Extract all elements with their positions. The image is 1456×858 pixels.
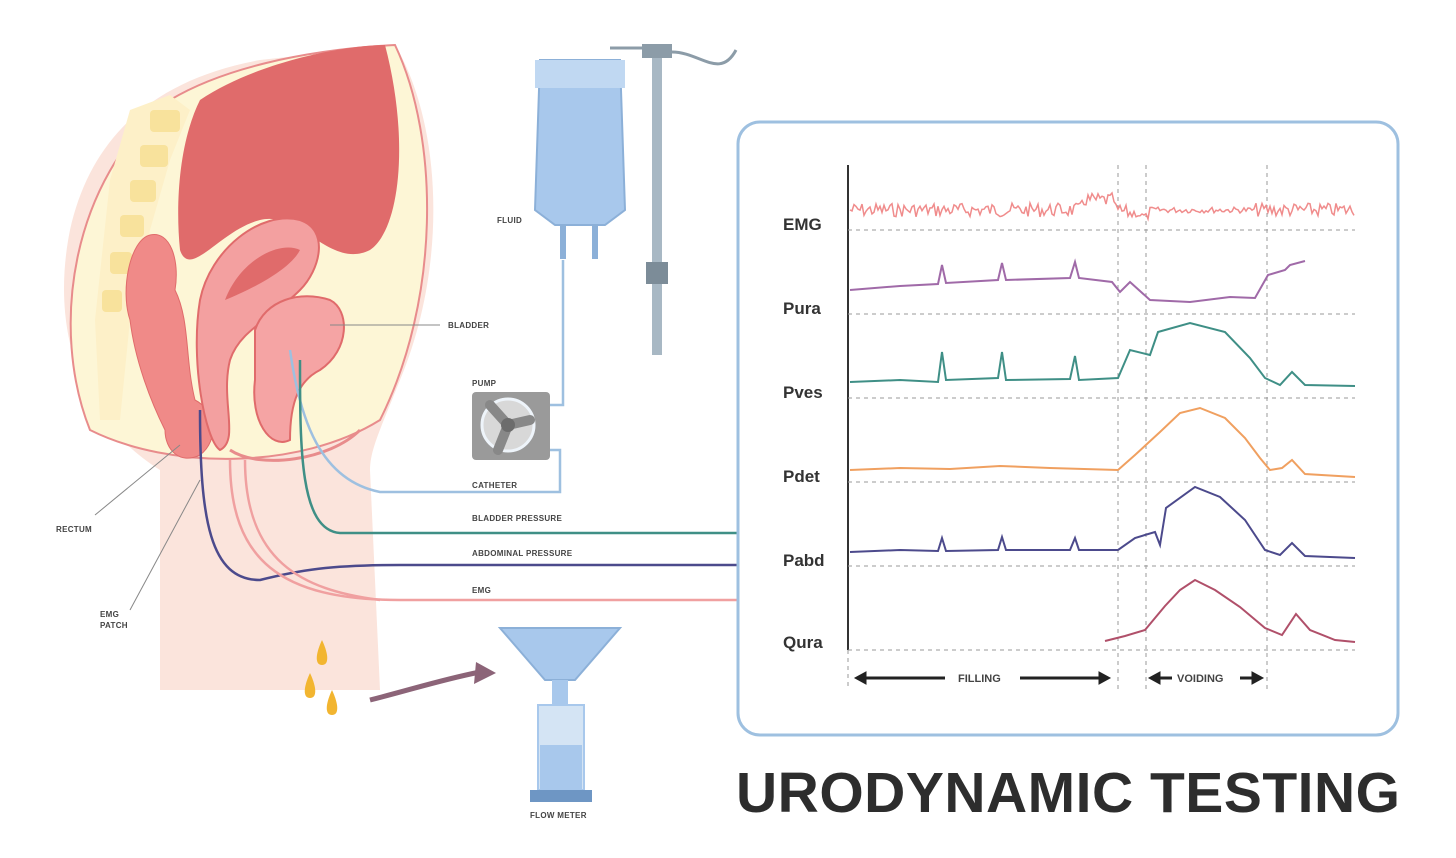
pump-icon	[472, 392, 550, 460]
filling-arrow	[853, 671, 1112, 685]
label-abdominal-pressure: ABDOMINAL PRESSURE	[472, 549, 573, 558]
spine-icon	[102, 110, 180, 312]
trace-pves	[849, 321, 1356, 387]
trace-label-pabd: Pabd	[783, 551, 825, 570]
flow-meter-icon	[497, 627, 623, 802]
label-emg-patch-line2: PATCH	[100, 621, 128, 630]
label-catheter: CATHETER	[472, 481, 517, 490]
trace-label-emg: EMG	[783, 215, 822, 234]
page-title: URODYNAMIC TESTING	[736, 761, 1401, 825]
voiding-arrow	[1147, 671, 1265, 685]
trace-label-pdet: Pdet	[783, 467, 820, 486]
tubing	[198, 349, 738, 602]
trace-pabd	[849, 485, 1356, 559]
trace-emg	[849, 191, 1355, 222]
iv-fluid-bag	[533, 44, 738, 407]
pelvis-anatomy	[64, 43, 434, 690]
trace-label-pves: Pves	[783, 383, 823, 402]
trace-label-qura: Qura	[783, 633, 823, 652]
trace-label-pura: Pura	[783, 299, 821, 318]
label-emg-patch-line1: EMG	[100, 610, 119, 619]
label-bladder-pressure: BLADDER PRESSURE	[472, 514, 563, 523]
gridlines	[847, 165, 1355, 690]
chart-panel	[736, 120, 1400, 737]
phase-filling: FILLING	[958, 673, 1001, 685]
label-bladder: BLADDER	[448, 321, 489, 330]
label-fluid: FLUID	[497, 216, 522, 225]
urine-drops-icon	[304, 640, 338, 715]
label-emg: EMG	[472, 586, 491, 595]
label-flow-meter: FLOW METER	[530, 811, 587, 820]
trace-pura	[849, 258, 1306, 304]
trace-pdet	[849, 406, 1356, 478]
trace-qura	[1104, 578, 1356, 643]
arrow-icon	[369, 669, 481, 703]
label-leaders	[94, 324, 440, 611]
label-pump: PUMP	[472, 379, 497, 388]
arrow-head-icon	[474, 662, 496, 684]
label-rectum: RECTUM	[56, 525, 92, 534]
phase-voiding: VOIDING	[1177, 673, 1223, 685]
